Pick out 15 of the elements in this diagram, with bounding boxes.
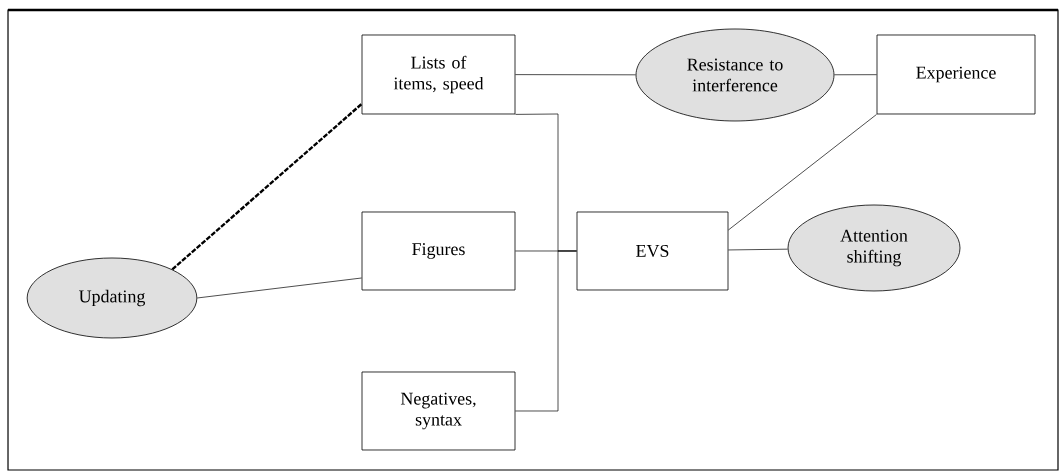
connector-line <box>196 277 362 299</box>
connector-line <box>728 248 788 251</box>
connector-line <box>171 103 363 271</box>
process-box: EVS <box>576 211 729 291</box>
ellipse-node: Attention shifting <box>787 204 961 292</box>
process-box: Negatives, syntax <box>361 371 516 451</box>
connector-line <box>834 74 877 76</box>
process-box: Experience <box>876 34 1036 115</box>
connector-line <box>515 250 577 412</box>
ellipse-node: Resistance to interference <box>635 28 835 122</box>
process-box: Figures <box>361 211 516 291</box>
connector-line <box>728 114 877 231</box>
process-box: Lists of items, speed <box>361 34 516 115</box>
connector-line <box>515 74 636 76</box>
ellipse-node: Updating <box>26 257 198 339</box>
